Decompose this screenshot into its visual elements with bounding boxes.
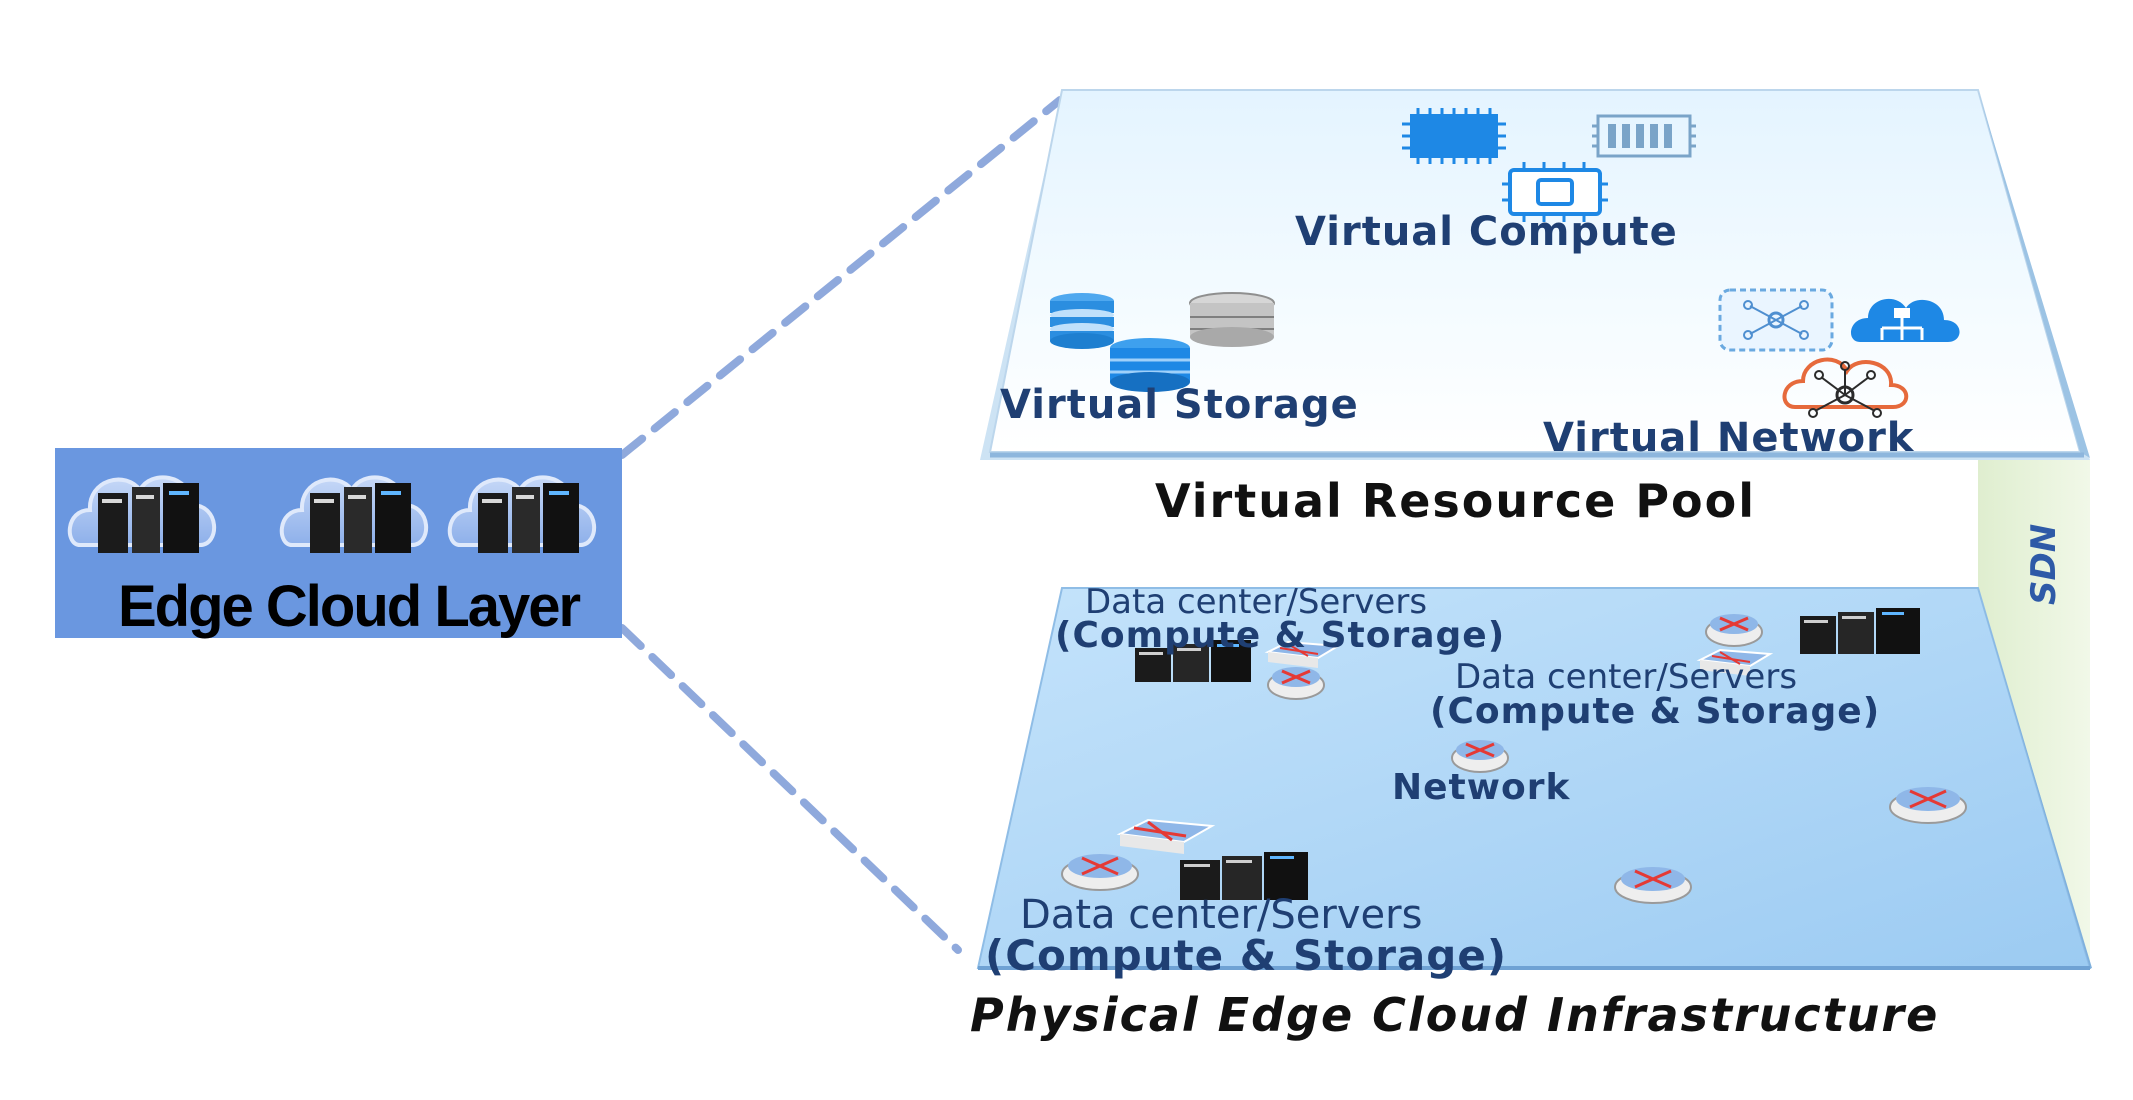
cpu-chip-icon [1402, 108, 1506, 164]
cloud-server-icon [67, 475, 216, 553]
edge-cloud-layer-title: Edge Cloud Layer [118, 574, 581, 639]
virtual-resource-plane [980, 89, 2090, 460]
router-icon [1705, 614, 1763, 647]
router-icon [1614, 867, 1692, 904]
memory-chip-icon [1592, 114, 1696, 158]
virtual-compute-label: Virtual Compute [1295, 209, 1678, 255]
router-icon [1061, 854, 1139, 891]
datacenter-3-role: (Compute & Storage) [985, 931, 1508, 980]
datacenter-2-role: (Compute & Storage) [1430, 691, 1881, 732]
server-rack-icon [1800, 608, 1920, 654]
cloud-server-icon [279, 475, 428, 553]
datacenter-1-role: (Compute & Storage) [1055, 615, 1506, 656]
switch-icon [1696, 648, 1774, 676]
cloud-network-icon [1782, 357, 1909, 418]
connector-lines [618, 96, 1064, 954]
router-icon [1451, 740, 1509, 773]
datacenter-1-name: Data center/Servers [1085, 582, 1428, 622]
virtual-network-label: Virtual Network [1543, 415, 1915, 461]
virtual-resource-pool-caption: Virtual Resource Pool [1155, 474, 1757, 528]
datacenter-2-name: Data center/Servers [1455, 657, 1798, 697]
server-rack-icon [1135, 640, 1251, 682]
cloud-server-icon [447, 475, 596, 553]
processor-icon [1502, 162, 1608, 222]
physical-infrastructure-caption: Physical Edge Cloud Infrastructure [970, 988, 1940, 1042]
database-icon [1110, 338, 1190, 392]
switch-icon [1116, 818, 1216, 854]
connector-top [618, 96, 1064, 459]
switch-icon [1264, 640, 1342, 668]
virtual-compute-icons [1402, 108, 1696, 222]
physical-icons [1061, 608, 1967, 904]
cloud-network-icon [1850, 298, 1960, 342]
network-hub-icon [1718, 288, 1834, 352]
router-icon [1889, 787, 1967, 824]
virtual-storage-icons [1050, 292, 1275, 392]
datacenter-3-name: Data center/Servers [1020, 892, 1423, 938]
database-icon [1050, 293, 1114, 349]
edge-cloud-icons [67, 475, 596, 553]
database-icon [1189, 292, 1275, 347]
virtual-storage-label: Virtual Storage [1000, 382, 1359, 428]
virtual-network-icons [1718, 288, 1960, 418]
server-rack-icon [1180, 852, 1308, 900]
router-icon [1267, 667, 1325, 700]
network-label: Network [1392, 767, 1571, 808]
connector-bottom [618, 624, 962, 954]
sdn-label: SDN [2024, 523, 2064, 605]
